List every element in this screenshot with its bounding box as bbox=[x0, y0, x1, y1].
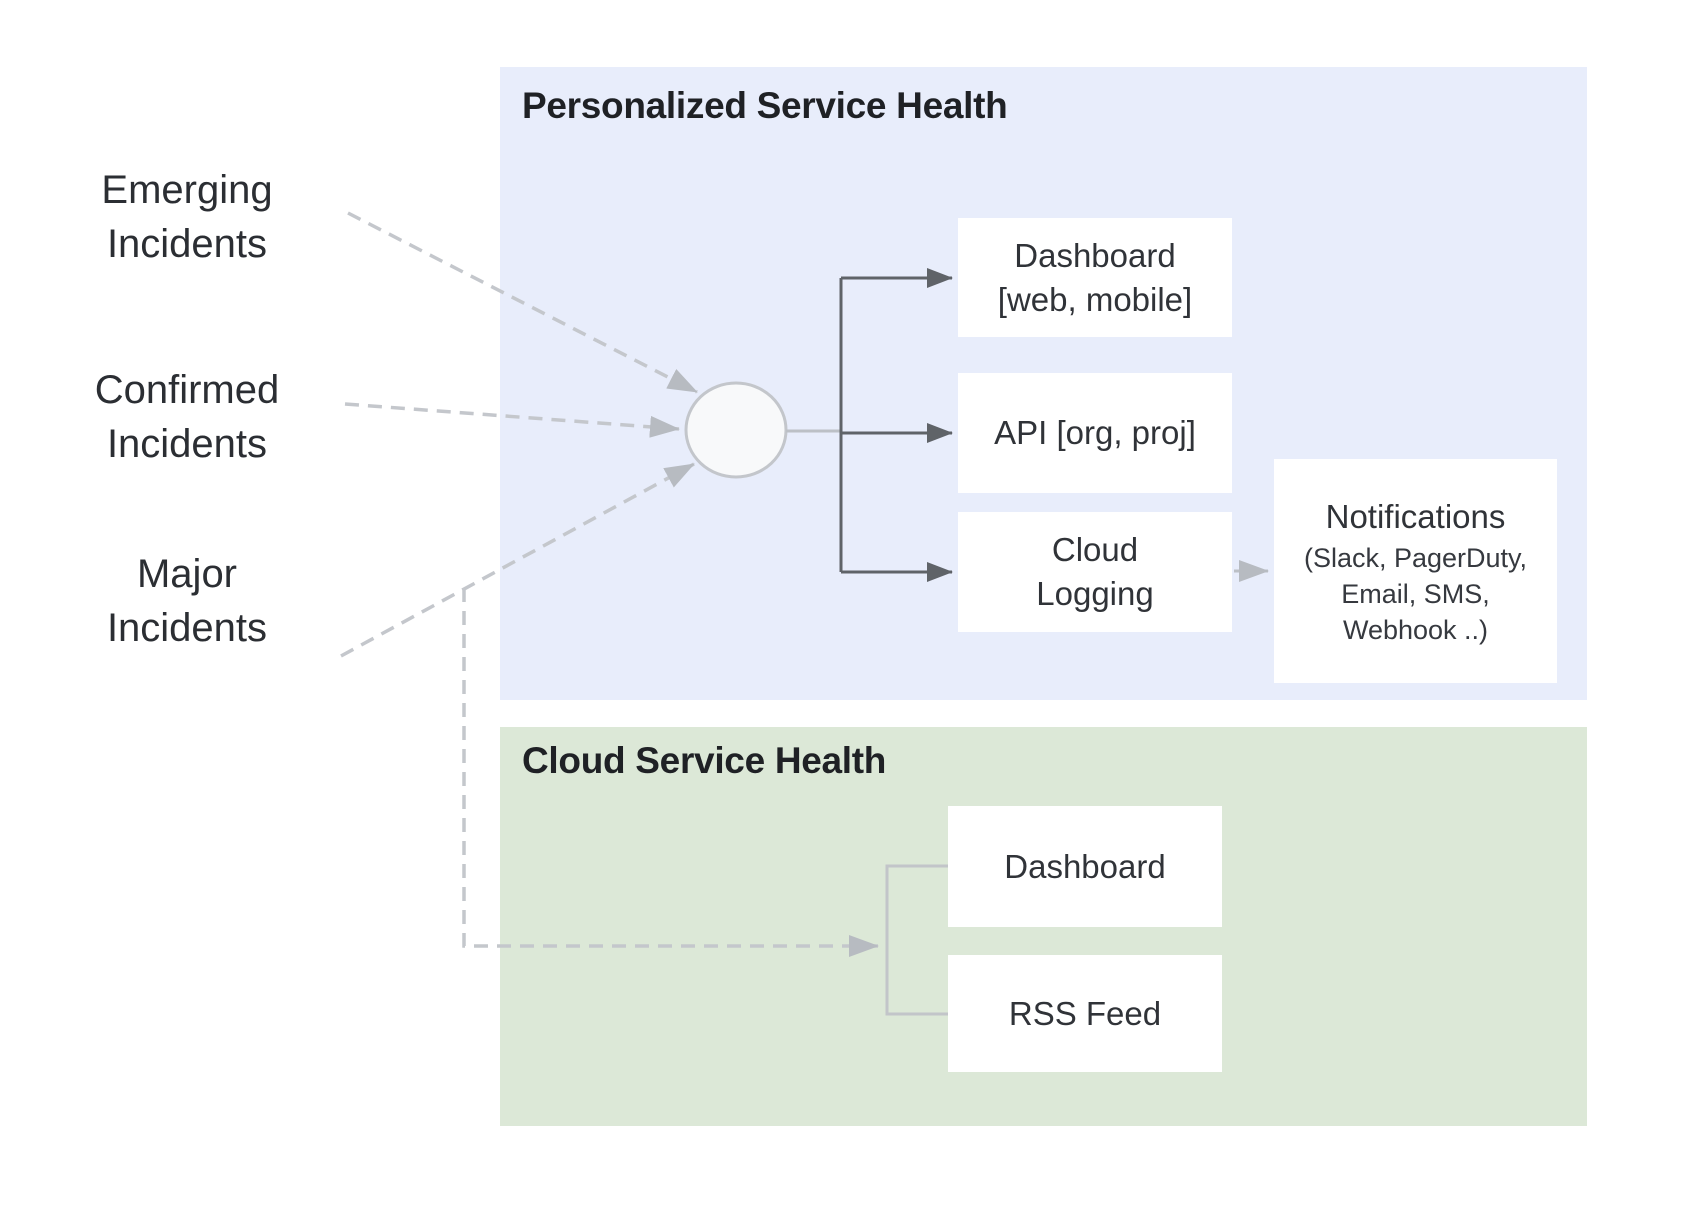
node-label-line: RSS Feed bbox=[1008, 994, 1162, 1032]
node-label-line: Dashboard bbox=[1004, 847, 1166, 885]
notifications-sub-line: (Slack, PagerDuty, bbox=[1303, 543, 1528, 573]
source-label-emerging-incidents: Emerging Incidents bbox=[57, 163, 317, 271]
node-label-line: Logging bbox=[1036, 575, 1154, 612]
node-label-line: Cloud bbox=[1051, 531, 1139, 568]
source-label-line: Confirmed bbox=[94, 368, 280, 412]
source-label-major-incidents: Major Incidents bbox=[57, 547, 317, 655]
notifications-title: Notifications bbox=[1325, 498, 1506, 535]
node-label-line: Dashboard bbox=[1014, 236, 1176, 274]
node-dashboard-web-mobile: Dashboard [web, mobile] bbox=[958, 218, 1232, 337]
source-label-confirmed-incidents: Confirmed Incidents bbox=[57, 363, 317, 471]
node-api-org-proj: API [org, proj] bbox=[958, 373, 1232, 493]
node-cloud-logging: Cloud Logging bbox=[958, 512, 1232, 632]
node-label-line: [web, mobile] bbox=[997, 280, 1193, 318]
notifications-sub-line: Email, SMS, bbox=[1341, 579, 1490, 609]
source-label-line: Major bbox=[136, 552, 238, 596]
node-notifications: Notifications (Slack, PagerDuty, Email, … bbox=[1274, 459, 1557, 683]
notifications-sub-line: Webhook ..) bbox=[1342, 615, 1489, 645]
source-label-line: Incidents bbox=[106, 422, 268, 466]
node-cloud-dashboard: Dashboard bbox=[948, 806, 1222, 927]
source-label-line: Incidents bbox=[106, 222, 268, 266]
node-label-line: API [org, proj] bbox=[994, 414, 1196, 451]
source-label-line: Incidents bbox=[106, 606, 268, 650]
personalized-panel-title: Personalized Service Health bbox=[522, 85, 1008, 126]
source-label-line: Emerging bbox=[101, 168, 273, 212]
node-rss-feed: RSS Feed bbox=[948, 955, 1222, 1072]
cloud-panel-title: Cloud Service Health bbox=[522, 740, 887, 781]
